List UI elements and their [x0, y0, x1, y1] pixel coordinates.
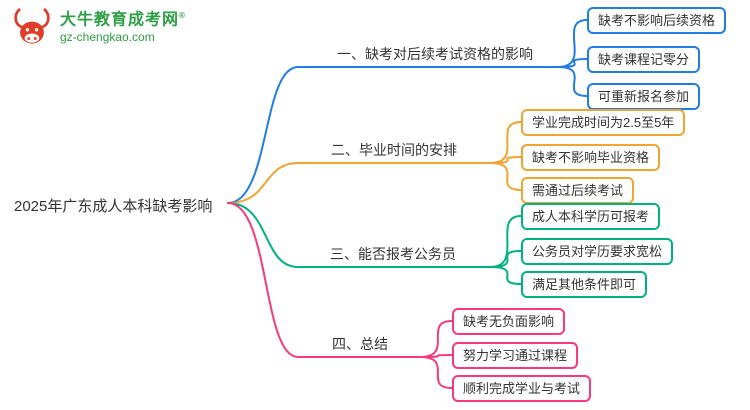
logo-title: 大牛教育成考网® — [60, 10, 186, 29]
child-node: 满足其他条件即可 — [521, 271, 648, 298]
logo-url: gz-chengkao.com — [60, 30, 155, 45]
child-node: 公务员对学历要求宽松 — [521, 238, 674, 265]
branch-label: 二、毕业时间的安排 — [331, 142, 457, 158]
bull-logo-icon — [14, 8, 50, 44]
child-node: 可重新报名参加 — [587, 83, 701, 110]
child-node: 缺考无负面影响 — [452, 308, 566, 335]
root-node: 2025年广东成人本科缺考影响 — [14, 198, 213, 215]
branch-label: 三、能否报考公务员 — [330, 246, 456, 262]
child-node: 成人本科学历可报考 — [521, 203, 661, 230]
child-node: 缺考不影响毕业资格 — [521, 144, 661, 171]
registered-mark: ® — [179, 10, 186, 20]
child-node: 缺考不影响后续资格 — [587, 7, 727, 34]
child-node: 需通过后续考试 — [521, 177, 635, 204]
child-node: 努力学习通过课程 — [452, 342, 579, 369]
branch-label: 四、总结 — [332, 336, 388, 352]
site-logo[interactable]: 大牛教育成考网® gz-chengkao.com — [10, 6, 186, 50]
child-node: 缺考课程记零分 — [587, 46, 701, 73]
child-node: 顺利完成学业与考试 — [452, 375, 592, 402]
logo-text: 大牛教育成考网® gz-chengkao.com — [60, 11, 186, 46]
branch-label: 一、缺考对后续考试资格的影响 — [337, 46, 533, 62]
child-node: 学业完成时间为2.5至5年 — [521, 109, 686, 136]
